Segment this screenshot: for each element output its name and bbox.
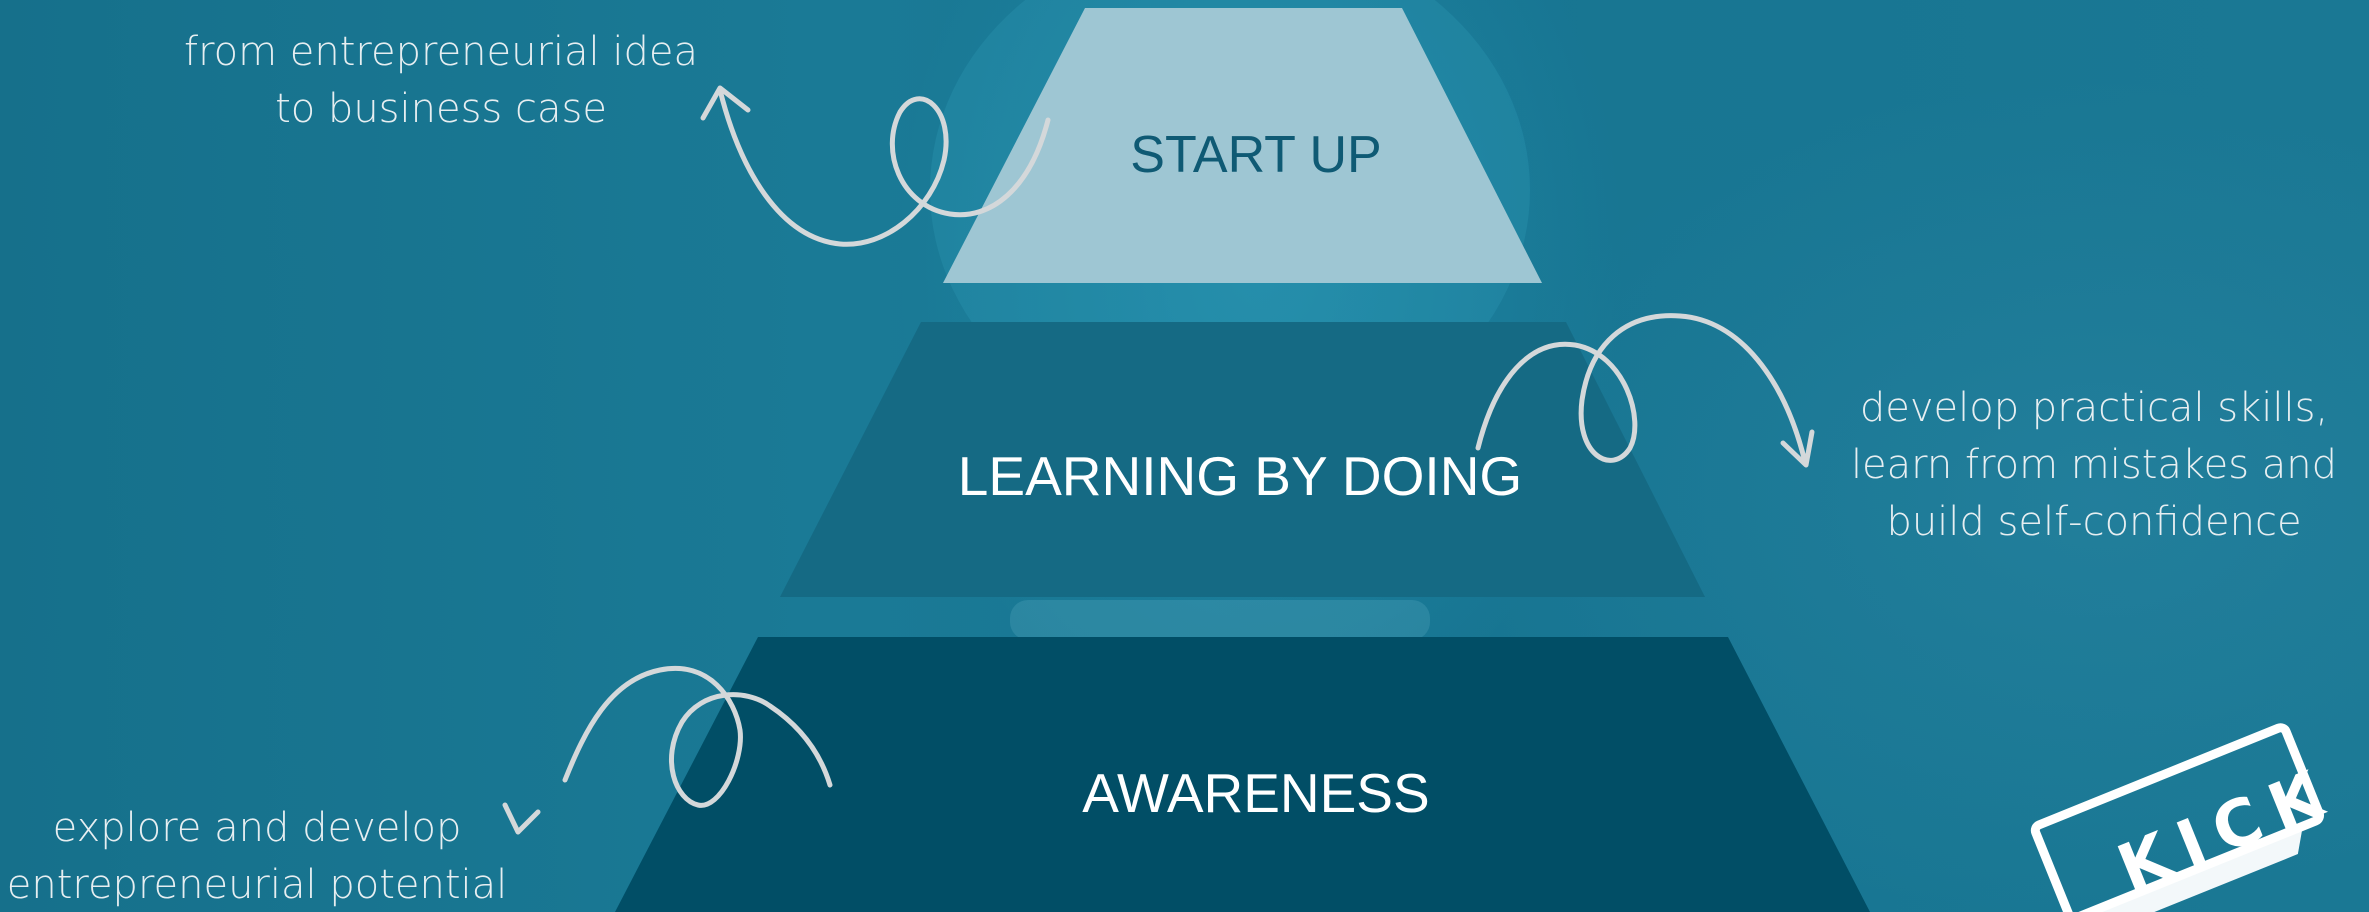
- curly-arrow-down-right-icon: [1475, 313, 1815, 468]
- note-awareness: explore and develop entrepreneurial pote…: [7, 800, 508, 912]
- kick-stamp-logo: [2030, 723, 2325, 912]
- note-startup: from entrepreneurial idea to business ca…: [184, 24, 698, 138]
- note-awareness-line: entrepreneurial potential: [6, 862, 508, 908]
- tier-startup-shape: [943, 8, 1542, 283]
- curly-arrow-up-left-icon: [700, 85, 1051, 247]
- tier-label-learning: LEARNING BY DOING: [957, 445, 1523, 507]
- note-awareness-line: explore and develop: [52, 805, 462, 851]
- tier-label-awareness: AWARENESS: [1082, 762, 1430, 824]
- note-startup-line: from entrepreneurial idea: [183, 29, 699, 75]
- curly-arrow-down-left-icon: [502, 666, 833, 835]
- note-learning: develop practical skills, learn from mis…: [1851, 380, 2337, 551]
- note-startup-line: to business case: [275, 86, 607, 132]
- note-learning-line: learn from mistakes and: [1850, 442, 2338, 488]
- note-learning-line: build self-confidence: [1886, 499, 2302, 545]
- tier-learning-shape: [780, 322, 1705, 597]
- tier-awareness-shape: [615, 637, 1870, 912]
- tier-label-startup: START UP: [1130, 126, 1382, 184]
- note-learning-line: develop practical skills,: [1859, 385, 2329, 431]
